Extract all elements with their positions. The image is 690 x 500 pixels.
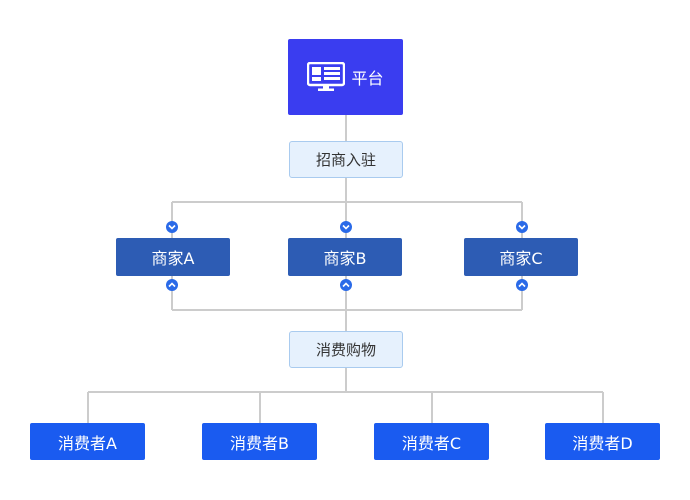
shopping-label: 消费购物 [315, 341, 376, 359]
consumer-node-c: 消费者C [374, 423, 489, 460]
consumer-node-d: 消费者D [545, 423, 660, 460]
shopping-label-box: 消费购物 [289, 331, 403, 368]
merchant-label: 商家A [151, 249, 195, 268]
merchant-node-a: 商家A [116, 238, 230, 276]
consumer-label: 消费者B [230, 433, 289, 453]
merchant-label: 商家B [323, 249, 367, 268]
chevron-up-icon [340, 279, 352, 291]
monitor-icon [307, 62, 346, 91]
recruitment-label: 招商入驻 [315, 151, 376, 169]
chevron-down-icon [516, 221, 528, 233]
platform-node: 平台 [288, 39, 403, 115]
merchant-node-c: 商家C [464, 238, 578, 276]
consumer-node-b: 消费者B [202, 423, 317, 460]
chevron-down-icon [340, 221, 352, 233]
merchant-node-b: 商家B [288, 238, 402, 276]
recruitment-label-box: 招商入驻 [289, 141, 403, 178]
consumer-node-a: 消费者A [30, 423, 145, 460]
consumer-label: 消费者D [572, 433, 633, 453]
platform-label: 平台 [351, 69, 384, 88]
merchant-label: 商家C [499, 249, 543, 268]
chevron-down-icon [166, 221, 178, 233]
consumer-label: 消费者A [58, 433, 117, 453]
consumer-label: 消费者C [401, 433, 462, 453]
chevron-up-icon [516, 279, 528, 291]
chevron-up-icon [166, 279, 178, 291]
